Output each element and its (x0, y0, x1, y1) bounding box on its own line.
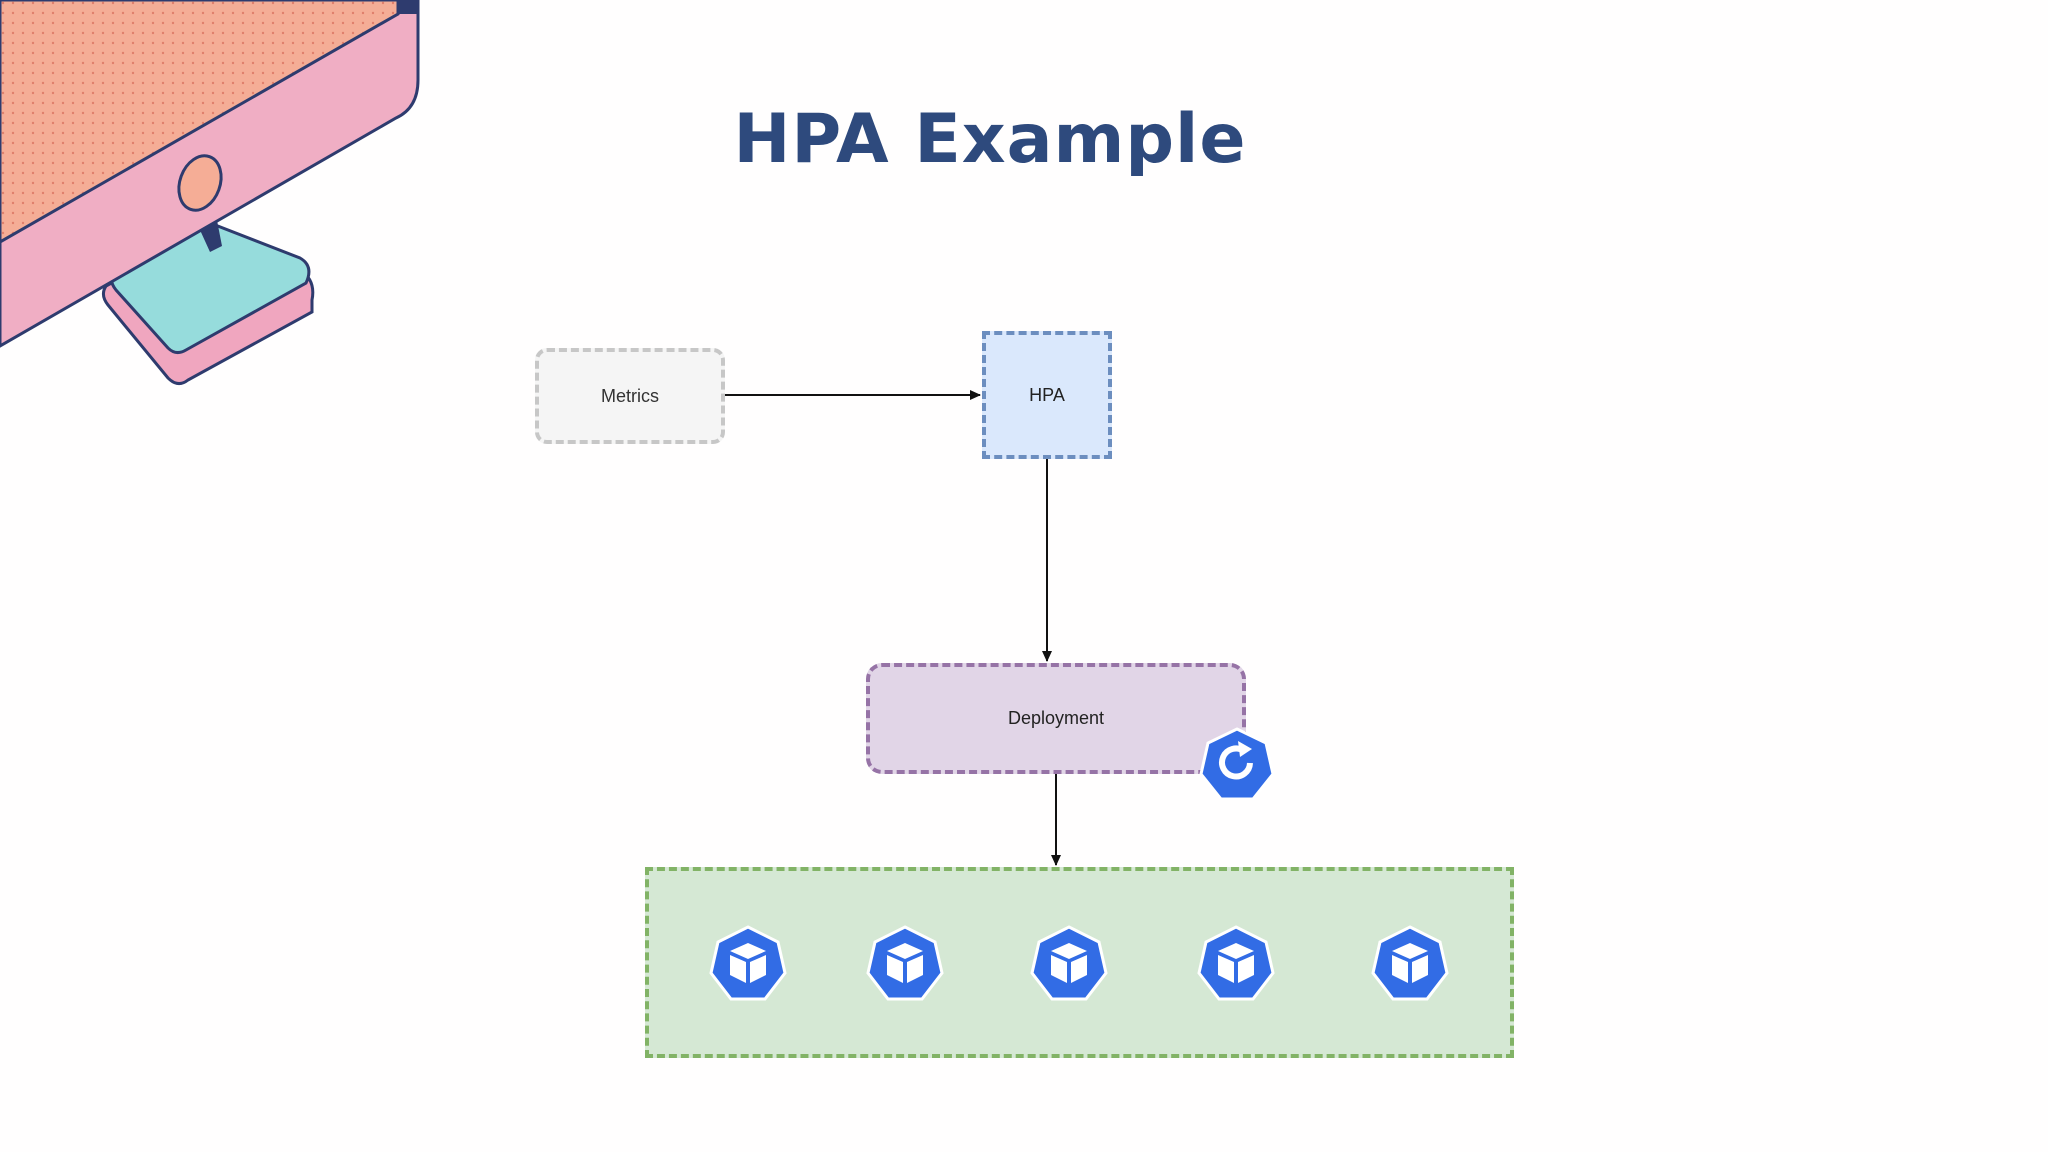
deployment-label: Deployment (1007, 708, 1105, 728)
hpa-label: HPA (1029, 384, 1065, 405)
metrics-label: Metrics (601, 385, 659, 406)
kubernetes-pod-icon (866, 925, 944, 1001)
pods-group (645, 867, 1514, 1058)
deployment-node: Deployment (866, 663, 1246, 774)
monitor-illustration (0, 0, 420, 385)
monitor-button (177, 154, 223, 212)
hpa-node: HPA (982, 331, 1112, 459)
kubernetes-deployment-icon (1199, 727, 1275, 801)
slide-title: HPA Example (733, 100, 1247, 179)
kubernetes-pod-icon (709, 925, 787, 1001)
kubernetes-pod-icon (1197, 925, 1275, 1001)
kubernetes-pod-icon (1030, 925, 1108, 1001)
kubernetes-pod-icon (1371, 925, 1449, 1001)
metrics-node: Metrics (535, 348, 725, 444)
